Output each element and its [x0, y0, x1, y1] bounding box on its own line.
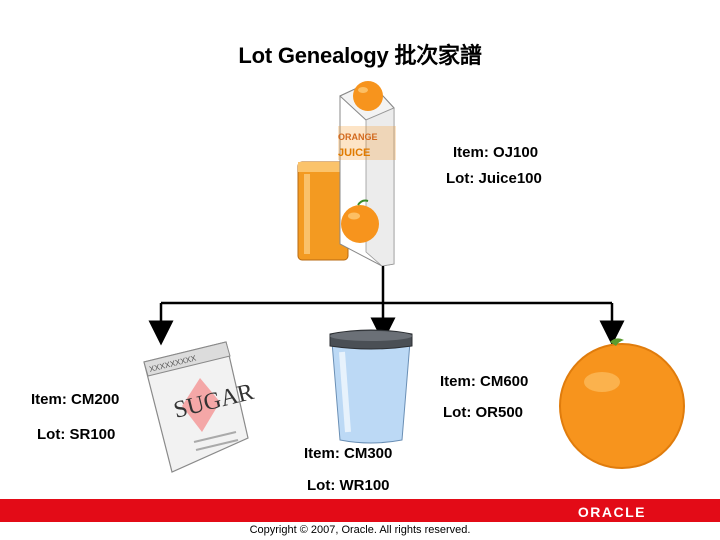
oracle-logo: ORACLE: [577, 504, 646, 520]
footer-bar: ORACLE: [0, 499, 720, 522]
sugar-lot-label: Lot: SR100: [37, 426, 116, 443]
parent-lot-label: Lot: Juice100: [446, 170, 542, 187]
parent-item-label: Item: OJ100: [453, 144, 539, 161]
orange-fruit-icon: [559, 338, 685, 469]
sugar-item-label: Item: CM200: [31, 391, 120, 408]
orange-lot-label: Lot: OR500: [443, 404, 524, 421]
carton-text-orange: ORANGE: [338, 132, 378, 142]
orange-item-label: Item: CM600: [440, 373, 529, 390]
water-item-label: Item: CM300: [304, 445, 393, 462]
copyright-text: Copyright © 2007, Oracle. All rights res…: [249, 524, 471, 536]
orange-juice-icon: ORANGE JUICE: [297, 81, 396, 266]
water-lot-label: Lot: WR100: [307, 477, 390, 494]
page-title: Lot Genealogy 批次家譜: [238, 43, 482, 68]
sugar-pack-icon: XXXXXXXXX SUGAR: [143, 341, 256, 473]
water-pitcher-icon: [329, 329, 413, 444]
carton-text-juice: JUICE: [338, 147, 370, 159]
